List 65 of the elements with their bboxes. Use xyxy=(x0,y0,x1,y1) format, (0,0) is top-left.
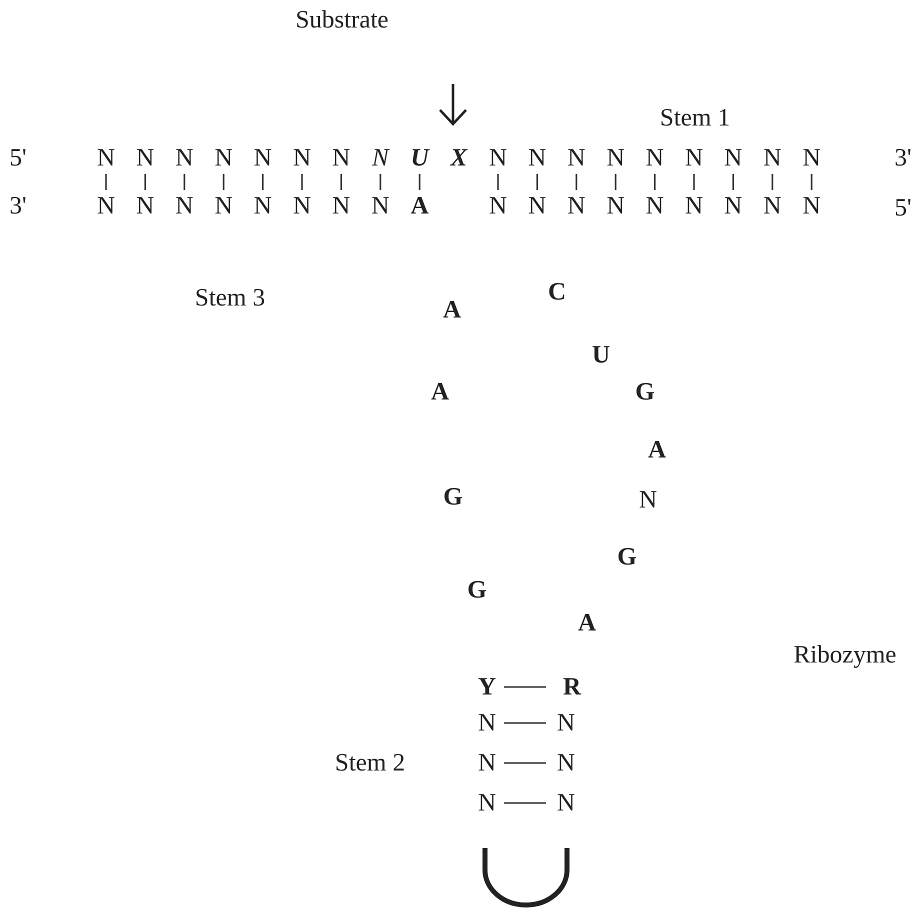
nucleotide-letter: G xyxy=(467,578,487,602)
nucleotide-letter: A xyxy=(578,610,596,636)
nucleotide-letter: N xyxy=(606,194,625,218)
nucleotide-letter: N xyxy=(254,146,272,170)
nucleotide-letter: A xyxy=(430,380,450,404)
nucleotide-letter: N xyxy=(528,194,546,218)
nucleotide-letter: N xyxy=(175,194,194,218)
nucleotide-letter: N xyxy=(567,146,586,170)
nucleotide-letter: X xyxy=(450,146,468,170)
nucleotide-letter: N xyxy=(371,194,390,218)
region-label: Stem 3 xyxy=(194,286,266,310)
nucleotide-letter: N xyxy=(332,146,350,170)
nucleotide-letter: A xyxy=(648,438,666,462)
nucleotide-letter: U xyxy=(410,146,429,170)
nucleotide-letter: N xyxy=(478,790,496,816)
nucleotide-letter: N xyxy=(684,194,704,218)
nucleotide-letter: U xyxy=(592,342,610,368)
nucleotide-letter: N xyxy=(763,146,782,170)
nucleotide-letter: N xyxy=(724,194,742,218)
nucleotide-letter: N xyxy=(175,146,194,170)
nucleotide-letter: N xyxy=(724,146,742,170)
nucleotide-letter: N xyxy=(136,194,154,218)
nucleotide-letter: N xyxy=(478,710,496,736)
nucleotide-letter: N xyxy=(684,146,704,170)
nucleotide-letter: N xyxy=(567,194,586,218)
region-label: Stem 2 xyxy=(334,750,406,776)
nucleotide-letter: N xyxy=(292,194,312,218)
nucleotide-letter: N xyxy=(556,790,576,816)
strand-end-label: 3' xyxy=(10,194,26,218)
strand-end-label: 5' xyxy=(894,196,912,220)
nucleotide-letter: A xyxy=(410,194,429,218)
strand-end-label: 3' xyxy=(894,146,912,170)
nucleotide-letter: N xyxy=(96,194,116,218)
nucleotide-letter: G xyxy=(617,544,637,570)
nucleotide-letter: N xyxy=(606,146,625,170)
region-label: Stem 1 xyxy=(660,106,730,130)
nucleotide-letter: N xyxy=(556,750,576,776)
region-label: Substrate xyxy=(295,8,389,32)
nucleotide-letter: N xyxy=(646,194,664,218)
nucleotide-letter: N xyxy=(646,146,664,170)
nucleotide-letter: N xyxy=(638,488,658,512)
nucleotide-letter: N xyxy=(488,194,508,218)
nucleotide-letter: N xyxy=(556,710,576,736)
nucleotide-letter: G xyxy=(635,380,655,404)
nucleotide-letter: N xyxy=(214,146,233,170)
nucleotide-letter: N xyxy=(478,750,496,776)
nucleotide-letter: N xyxy=(214,194,233,218)
nucleotide-letter: N xyxy=(802,146,821,170)
region-label: Ribozyme xyxy=(794,642,896,668)
nucleotide-letter: N xyxy=(488,146,508,170)
nucleotide-letter: N xyxy=(802,194,821,218)
nucleotide-letter: N xyxy=(96,146,116,170)
strand-end-label: 5' xyxy=(10,146,26,170)
nucleotide-letter: N xyxy=(254,194,272,218)
nucleotide-letter: R xyxy=(562,674,582,700)
nucleotide-letter: N xyxy=(372,146,389,170)
nucleotide-letter: A xyxy=(442,298,462,322)
nucleotide-letter: N xyxy=(528,146,546,170)
nucleotide-letter: N xyxy=(292,146,312,170)
nucleotide-letter: N xyxy=(332,194,350,218)
nucleotide-letter: G xyxy=(443,484,463,510)
nucleotide-letter: N xyxy=(136,146,154,170)
nucleotide-letter: N xyxy=(763,194,782,218)
nucleotide-letter: C xyxy=(548,280,566,304)
nucleotide-letter: Y xyxy=(478,674,496,700)
